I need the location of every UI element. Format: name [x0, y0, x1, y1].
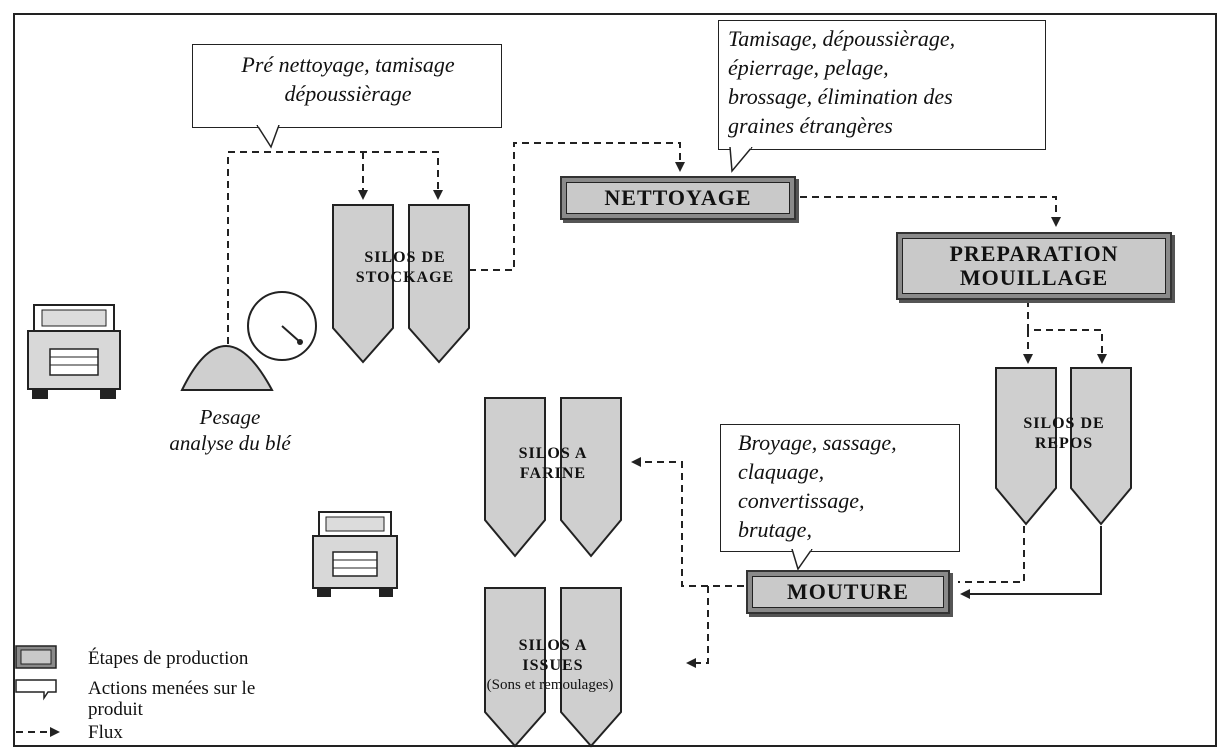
step-nettoyage-label: NETTOYAGE: [604, 186, 751, 210]
legend-steps-label: Étapes de production: [88, 648, 348, 669]
callout-milling-tail: [790, 549, 830, 571]
step-nettoyage: NETTOYAGE: [560, 176, 796, 220]
callout-pre-cleaning-tail: [255, 125, 295, 149]
truck-icon: [313, 512, 397, 597]
action-cleaning: Tamisage, dépoussièrage, épierrage, pela…: [728, 24, 1042, 140]
callout-cleaning-tail: [726, 147, 766, 173]
legend-actions-label: Actions menées sur le produit: [88, 678, 348, 720]
truck-icon: [28, 305, 120, 399]
silo-issues-label: SILOS A ISSUES: [478, 636, 628, 676]
legend-action-icon: [16, 680, 56, 698]
flow-repos-left-out: [958, 526, 1024, 582]
grain-pile-icon: [182, 346, 272, 390]
legend-flow-label: Flux: [88, 722, 208, 743]
silo-stockage-label: SILOS DE STOCKAGE: [330, 248, 480, 288]
silo-farine-label: SILOS A FARINE: [478, 444, 628, 484]
flow-mouture-to-issues: [688, 586, 708, 663]
step-preparation: PREPARATION MOUILLAGE: [896, 232, 1172, 300]
flow-preparation-to-repos-right: [1028, 300, 1102, 362]
silo-issues-note: (Sons et remoulages): [430, 677, 670, 694]
action-pre-cleaning: Pré nettoyage, tamisage dépoussièrage: [200, 50, 496, 108]
flow-nettoyage-to-preparation: [800, 197, 1056, 225]
flow-repos-to-mouture: [962, 526, 1101, 594]
weighing-label: Pesage analyse du blé: [130, 404, 330, 456]
action-milling: Broyage, sassage, claquage, convertissag…: [738, 428, 958, 544]
dial-icon: [248, 292, 316, 360]
step-mouture: MOUTURE: [746, 570, 950, 614]
silo-repos-label: SILOS DE REPOS: [990, 414, 1138, 454]
step-preparation-label: PREPARATION MOUILLAGE: [949, 242, 1118, 290]
legend-step-icon: [16, 646, 56, 668]
step-mouture-label: MOUTURE: [787, 580, 909, 604]
